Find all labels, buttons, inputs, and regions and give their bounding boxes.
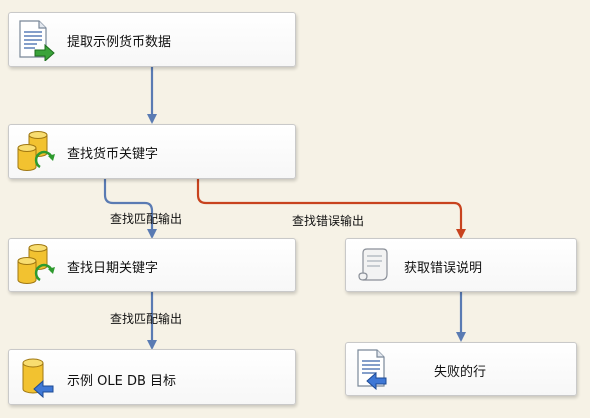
task-extract-sample-currency-data[interactable]: 提取示例货币数据 — [8, 12, 296, 67]
flat-file-destination-icon — [357, 349, 387, 390]
task-label: 查找日期关键字 — [67, 261, 159, 276]
path-lookup-currency-error[interactable] — [196, 179, 466, 239]
lookup-database-icon — [17, 130, 55, 171]
task-sample-ole-db-destination[interactable]: 示例 OLE DB 目标 — [8, 349, 296, 405]
task-get-error-description[interactable]: 获取错误说明 — [345, 238, 577, 292]
task-label: 查找货币关键字 — [67, 147, 159, 162]
task-label: 示例 OLE DB 目标 — [67, 374, 177, 389]
ole-db-destination-icon — [22, 358, 54, 398]
task-label: 提取示例货币数据 — [67, 35, 172, 50]
task-lookup-currency-key[interactable]: 查找货币关键字 — [8, 124, 296, 179]
script-component-icon — [358, 248, 388, 281]
path-lookup-currency-match[interactable] — [103, 179, 157, 239]
path-label-lookup-match-2: 查找匹配输出 — [110, 312, 183, 326]
flat-file-source-icon — [19, 19, 55, 61]
task-label: 失败的行 — [434, 365, 487, 380]
path-label-lookup-match-1: 查找匹配输出 — [110, 212, 183, 226]
task-failed-rows[interactable]: 失败的行 — [345, 342, 577, 396]
path-label-lookup-error: 查找错误输出 — [292, 214, 365, 228]
task-lookup-date-key[interactable]: 查找日期关键字 — [8, 238, 296, 292]
lookup-database-icon — [17, 244, 55, 284]
task-label: 获取错误说明 — [404, 261, 483, 276]
